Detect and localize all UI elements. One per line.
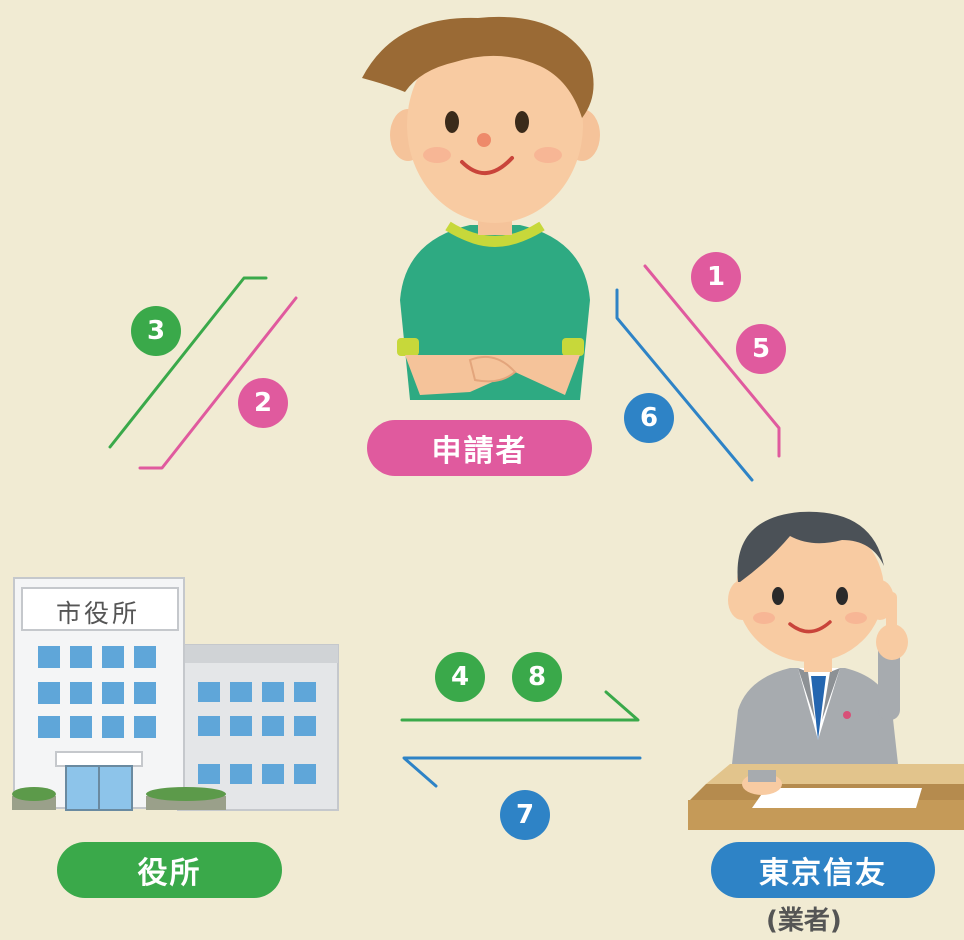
step-2-badge: 2 xyxy=(238,378,288,428)
step-7-badge: 7 xyxy=(500,790,550,840)
company-person-illustration xyxy=(688,511,964,830)
arrow-7 xyxy=(402,756,642,788)
arrow-2 xyxy=(138,296,298,470)
applicant-illustration xyxy=(362,16,600,400)
step-8-badge: 8 xyxy=(512,652,562,702)
arrows xyxy=(108,264,781,788)
office-label: 役所 xyxy=(57,842,282,898)
step-6-badge: 6 xyxy=(624,393,674,443)
step-4-badge: 4 xyxy=(435,652,485,702)
arrow-4-8 xyxy=(400,690,640,722)
arrow-1-5 xyxy=(643,264,781,458)
company-label: 東京信友 xyxy=(711,842,935,898)
applicant-label: 申請者 xyxy=(367,420,592,476)
city-office-illustration xyxy=(12,577,339,811)
step-1-badge: 1 xyxy=(691,252,741,302)
building-sign: 市役所 xyxy=(56,599,141,628)
step-3-badge: 3 xyxy=(131,306,181,356)
arrow-3 xyxy=(108,276,268,449)
arrow-6 xyxy=(615,288,754,482)
step-5-badge: 5 xyxy=(736,324,786,374)
company-sublabel: (業者) xyxy=(766,906,842,936)
